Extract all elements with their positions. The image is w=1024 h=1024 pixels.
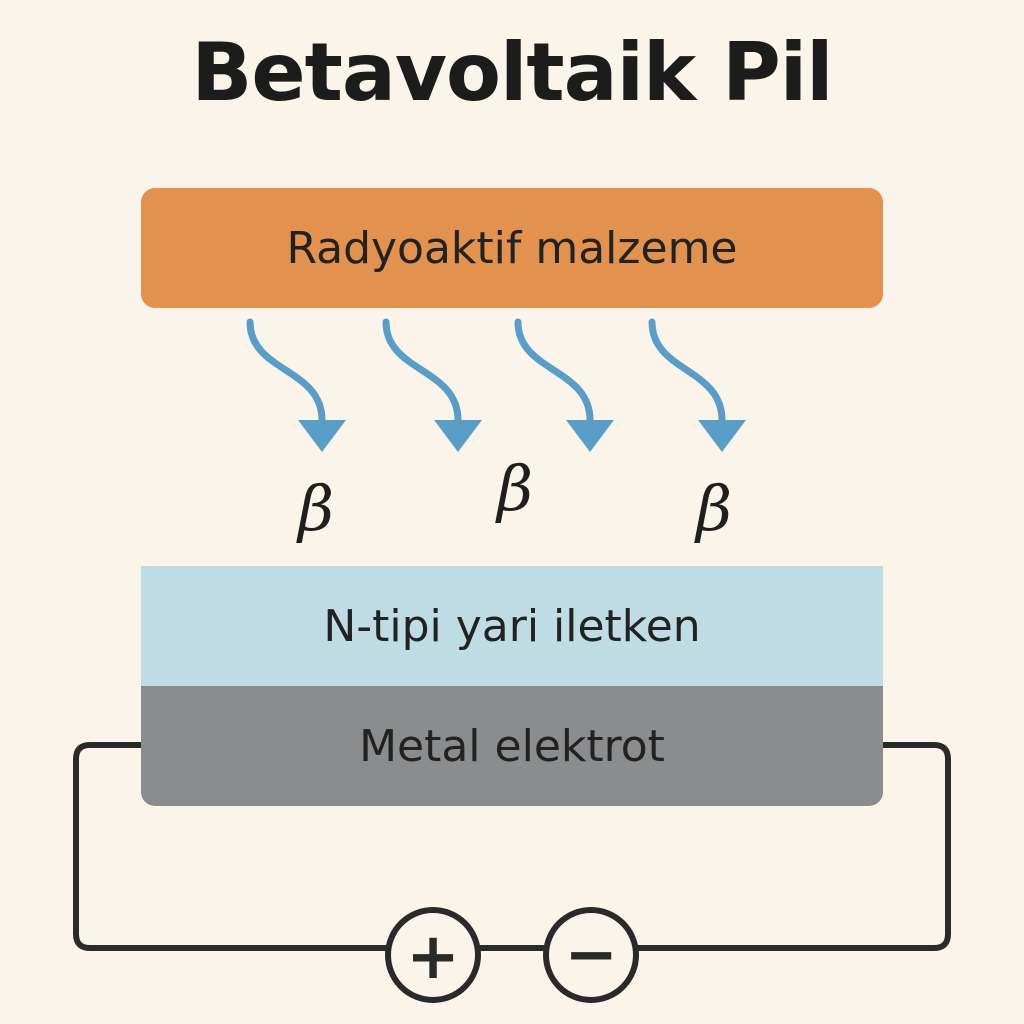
metal-electrode-layer: Metal elektrot [141,686,883,806]
page-title: Betavoltaik Pil [191,26,833,119]
beta-symbol: β [495,452,533,525]
arrow-down-curved-icon [648,318,746,452]
radioactive-material-label: Radyoaktif malzeme [286,222,738,274]
positive-terminal-label: + [406,920,460,994]
n-type-semiconductor-layer: N-tipi yari iletken [141,566,883,686]
metal-electrode-label: Metal elektrot [359,720,665,772]
arrow-down-curved-icon [246,318,346,452]
arrow-down-curved-icon [382,318,482,452]
beta-symbol: β [694,472,732,545]
minus-terminal-icon: − [543,907,639,1003]
radioactive-material-layer: Radyoaktif malzeme [141,188,883,308]
negative-terminal-label: − [564,918,618,992]
n-type-semiconductor-label: N-tipi yari iletken [323,600,701,652]
arrow-down-curved-icon [514,318,614,452]
plus-terminal-icon: + [385,907,481,1003]
beta-symbol: β [296,472,334,545]
